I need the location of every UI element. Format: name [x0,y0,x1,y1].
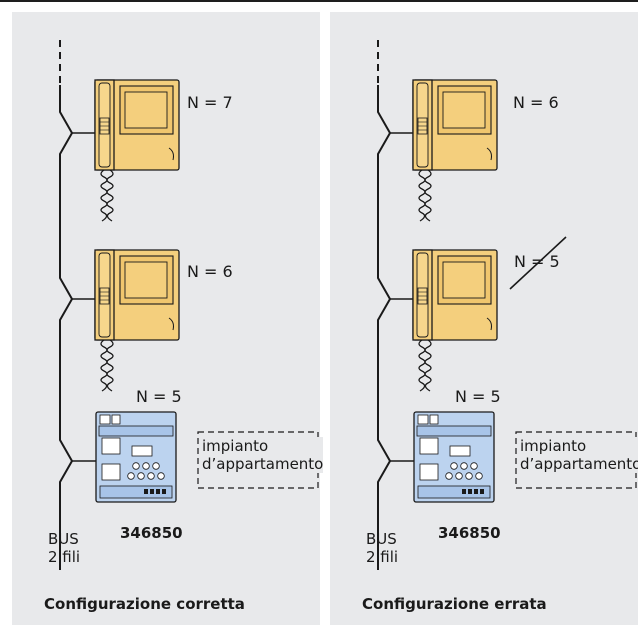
device-code-label: 346850 [438,524,501,542]
apartment-system-label: impianto d’appartamento [520,437,638,473]
interface-device [413,411,495,503]
interface-address-label: N = 5 [455,387,501,406]
strike-through-mark [509,236,567,290]
caption-correct: Configurazione corretta [44,595,245,613]
intercom-handset [94,79,180,222]
bus-line [377,85,392,570]
bus-label: BUS 2 fili [48,530,81,566]
device-code-label: 346850 [120,524,183,542]
apartment-system-box [515,431,637,489]
intercom-handset [412,249,498,392]
intercom-handset [412,79,498,222]
apartment-system-label: impianto d’appartamento [202,437,324,473]
intercom-handset [94,249,180,392]
interface-address-label: N = 5 [136,387,182,406]
intercom-address-label-struck: N = 5 [514,252,560,271]
apartment-system-box [197,431,319,489]
intercom-address-label: N = 7 [187,93,233,112]
intercom-address-label: N = 6 [513,93,559,112]
intercom-address-label: N = 6 [187,262,233,281]
bus-label: BUS 2 fili [366,530,399,566]
interface-device [95,411,177,503]
top-rule [0,0,638,2]
caption-wrong: Configurazione errata [362,595,547,613]
bus-line [59,85,74,570]
